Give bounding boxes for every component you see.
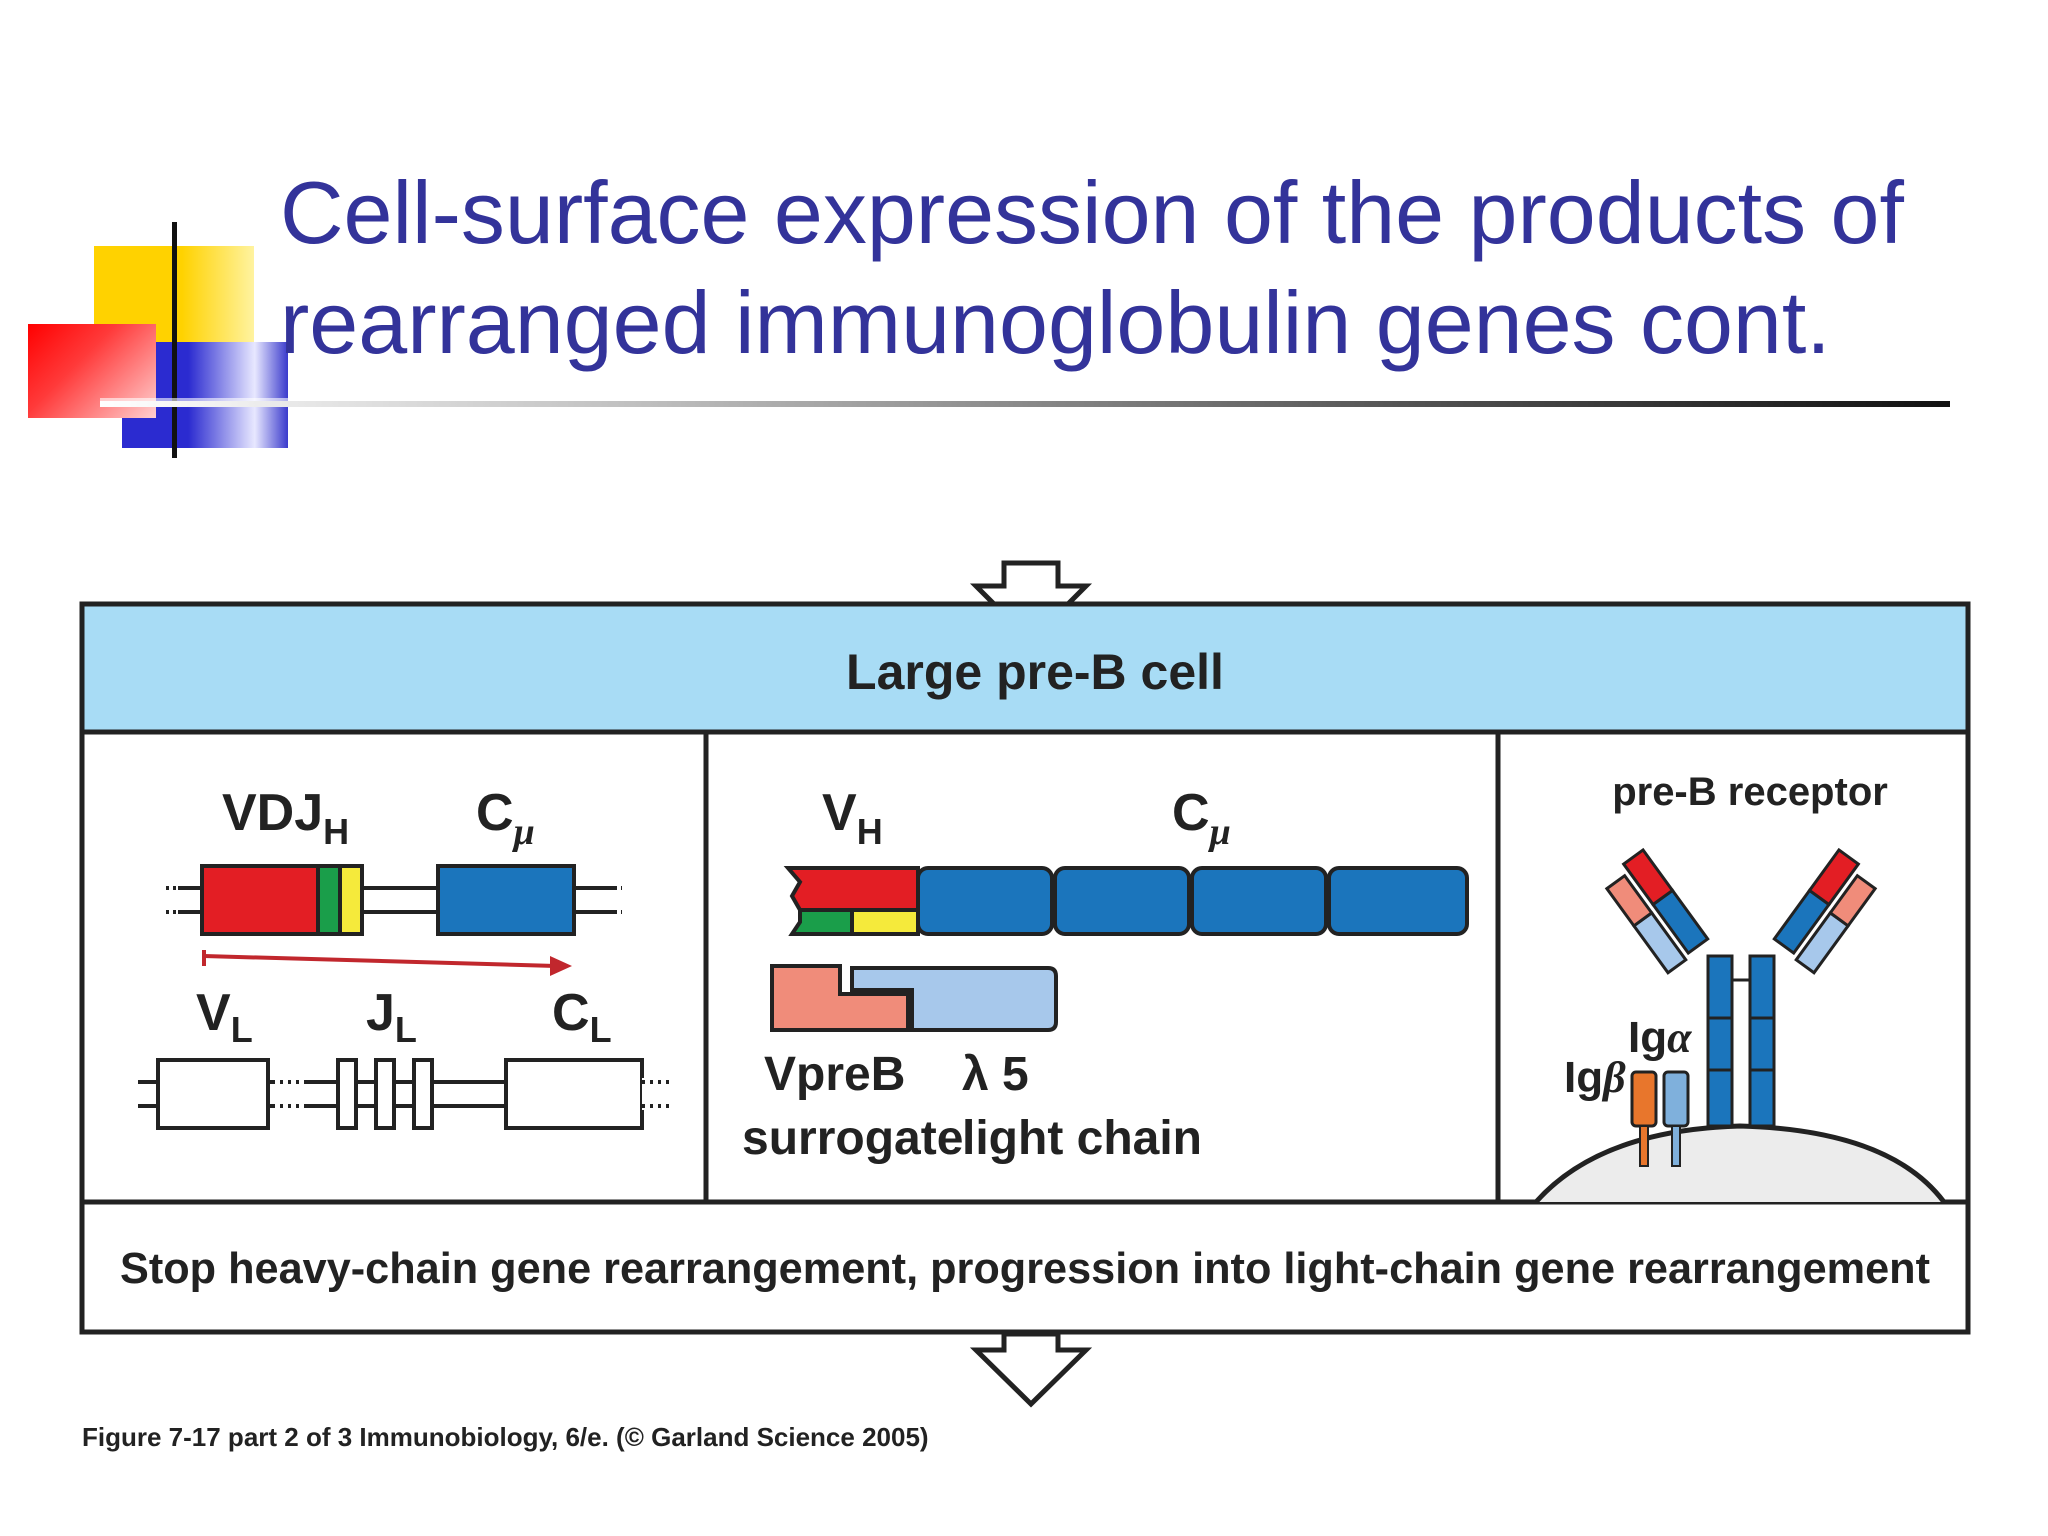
- v-l-segment: [156, 1058, 270, 1130]
- vdj-h-label: VDJH: [222, 784, 349, 852]
- ig-alpha-label: Igα: [1628, 1013, 1692, 1062]
- slide-title: Cell-surface expression of the products …: [280, 158, 2020, 378]
- light-chain-label: light chain: [962, 1112, 1202, 1165]
- right-stem-upper: [1748, 954, 1776, 1020]
- left-arm-heavy-variable: [1621, 847, 1675, 907]
- title-line-1: Cell-surface expression of the products …: [280, 163, 1904, 262]
- v-h-label: VH: [822, 784, 883, 852]
- footer-band: [79, 1199, 1971, 1335]
- ig-beta-label: Igβ: [1564, 1053, 1626, 1102]
- panel-heavy-chain-protein: VH Cμ VpreB λ 5 surrogate light chain: [742, 784, 1469, 1165]
- left-stem-lower: [1706, 1068, 1734, 1128]
- j-l-segment-1: [336, 1058, 358, 1130]
- panel-gene-loci: VDJH Cμ VL JL CL: [122, 784, 672, 1130]
- c-mu-domain-1: [916, 866, 1054, 936]
- title-line-2: rearranged immunoglobulin genes cont.: [280, 273, 1831, 372]
- c-mu-label-genes: Cμ: [476, 784, 535, 853]
- right-arm-vpreb: [1828, 873, 1878, 928]
- panel-pre-b-receptor: pre-B receptor: [1534, 770, 1946, 1204]
- figure-caption: Figure 7-17 part 2 of 3 Immunobiology, 6…: [82, 1422, 929, 1452]
- surrogate-label: surrogate: [742, 1112, 963, 1165]
- right-stem-middle: [1748, 1016, 1776, 1072]
- j-yellow-segment: [338, 864, 364, 936]
- ig-beta-body: [1630, 1070, 1658, 1128]
- c-l-segment: [504, 1058, 644, 1130]
- down-arrow-bottom: [969, 1331, 1093, 1408]
- decor-vertical-line: [172, 222, 177, 458]
- title-underline: [100, 401, 1950, 407]
- ig-alpha-tail: [1671, 1125, 1681, 1167]
- left-arm-vpreb: [1604, 873, 1654, 928]
- j-l-label: JL: [366, 984, 417, 1050]
- ig-alpha-body: [1662, 1070, 1690, 1128]
- cell-membrane: [1534, 1123, 1946, 1204]
- d-green-segment: [316, 864, 342, 936]
- v-l-label: VL: [196, 984, 253, 1050]
- c-mu-blue-segment: [436, 864, 576, 936]
- transcript-arrow-line: [203, 954, 557, 968]
- footer-label: Stop heavy-chain gene rearrangement, pro…: [120, 1244, 1930, 1293]
- vpreb-label: VpreB: [764, 1048, 905, 1101]
- j-l-segment-3: [412, 1058, 434, 1130]
- c-mu-domain-3: [1190, 866, 1328, 936]
- right-stem-lower: [1748, 1068, 1776, 1128]
- lambda5-label: λ 5: [962, 1048, 1029, 1101]
- v-h-domain-green: [788, 908, 854, 936]
- v-h-domain-red: [783, 866, 920, 912]
- transcript-arrowhead: [550, 956, 572, 976]
- c-mu-label-protein: Cμ: [1172, 784, 1231, 853]
- vdj-red-segment: [200, 864, 320, 936]
- ig-beta-tail: [1639, 1125, 1649, 1167]
- header-label: Large pre-B cell: [846, 644, 1224, 700]
- v-h-domain-yellow: [850, 908, 920, 936]
- left-stem-upper: [1706, 954, 1734, 1020]
- right-arm-heavy-variable: [1807, 847, 1861, 907]
- j-l-segment-2: [374, 1058, 396, 1130]
- decor-horizontal-line: [100, 398, 290, 402]
- left-stem-middle: [1706, 1016, 1734, 1072]
- lambda5-domain: [850, 966, 1058, 1032]
- c-mu-domain-4: [1327, 866, 1469, 936]
- vpreb-domain: [770, 964, 910, 1032]
- c-mu-domain-2: [1053, 866, 1191, 936]
- c-l-label: CL: [552, 984, 612, 1050]
- pre-b-receptor-title: pre-B receptor: [1612, 770, 1888, 814]
